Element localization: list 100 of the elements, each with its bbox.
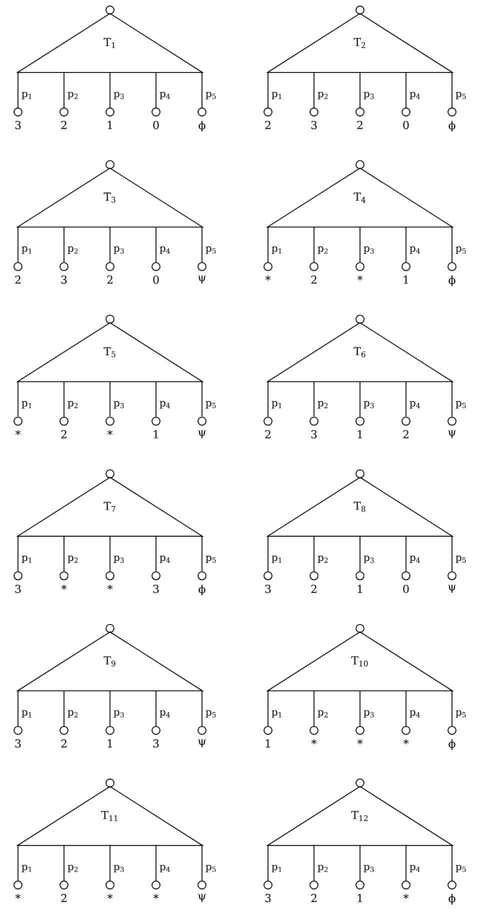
edge-label: p$_{1}$: [22, 710, 32, 718]
value-label: 2: [311, 894, 316, 902]
value-label: ϕ: [198, 120, 206, 132]
value-label: 2: [15, 276, 20, 284]
edge-label: p$_{1}$: [272, 556, 282, 564]
edge-label: p$_{3}$: [364, 864, 374, 872]
value-label: *: [15, 430, 21, 436]
value-label: 2: [61, 120, 66, 130]
circle-node: [356, 314, 364, 324]
circle-node: [14, 262, 22, 272]
edge-label: p$_{1}$: [272, 92, 282, 100]
circle-node: [106, 778, 114, 788]
circle-node: [356, 726, 364, 735]
value-label: 3: [153, 739, 159, 748]
value-label: ϕ: [448, 276, 456, 286]
circle-node: [106, 571, 114, 580]
circle-node: [356, 6, 364, 14]
circle-node: [106, 262, 114, 272]
value-label: 3: [153, 584, 159, 594]
value-label: 0: [403, 584, 409, 594]
circle-node: [106, 314, 114, 324]
edge-label: p$_{2}$: [318, 556, 328, 564]
edge-label: p$_{4}$: [160, 401, 170, 408]
edge-label: p$_{3}$: [364, 401, 374, 408]
edge-label: p$_{5}$: [456, 710, 466, 718]
value-label: 2: [311, 584, 316, 593]
circle-node: [198, 262, 206, 272]
circle-node: [310, 262, 318, 272]
edge-label: p$_{2}$: [68, 864, 78, 872]
circle-node: [402, 416, 410, 426]
edge-label: p$_{3}$: [114, 92, 124, 100]
circle-node: [198, 108, 206, 116]
value-label: 0: [153, 120, 159, 130]
edge-label: p$_{1}$: [22, 92, 32, 100]
edge-label: p$_{5}$: [456, 92, 466, 100]
value-label: ϕ: [448, 894, 456, 905]
circle-node: [106, 880, 114, 890]
value-label: 2: [357, 120, 362, 130]
edge-label: p$_{2}$: [68, 401, 78, 408]
edge-label: p$_{1}$: [272, 246, 282, 254]
circle-node: [264, 880, 272, 890]
circle-node: [356, 416, 364, 426]
circle-node: [106, 726, 114, 735]
value-label: 1: [266, 739, 270, 748]
value-label: *: [15, 894, 21, 899]
edge-label: p$_{2}$: [318, 246, 328, 254]
circle-node: [448, 726, 456, 735]
value-label: 2: [61, 430, 66, 438]
edge-label: p$_{2}$: [68, 556, 78, 564]
edge-label: p$_{4}$: [410, 710, 420, 718]
edge-label: p$_{5}$: [206, 92, 216, 100]
edge-label: p$_{4}$: [410, 401, 420, 408]
circle-node: [264, 108, 272, 116]
edge-label: p$_{2}$: [318, 864, 328, 872]
value-label: 3: [265, 584, 271, 594]
value-label: 2: [265, 430, 270, 438]
circle-node: [106, 469, 114, 478]
value-label: *: [153, 894, 159, 899]
circle-node: [152, 262, 160, 272]
circle-node: [60, 880, 68, 890]
edge-label: p$_{5}$: [456, 864, 466, 872]
edge-label: p$_{1}$: [22, 401, 32, 408]
circle-node: [402, 726, 410, 735]
edge-label: p$_{3}$: [364, 556, 374, 564]
value-label: 2: [61, 894, 66, 902]
circle-node: [448, 416, 456, 426]
circle-node: [14, 571, 22, 580]
value-label: ϕ: [198, 584, 206, 596]
value-label: 3: [15, 584, 21, 594]
edge-label: p$_{1}$: [22, 864, 32, 872]
circle-node: [448, 108, 456, 116]
circle-node: [198, 880, 206, 890]
circle-node: [310, 726, 318, 735]
edge-label: p$_{5}$: [456, 246, 466, 254]
circle-node: [356, 778, 364, 788]
value-label: *: [357, 739, 363, 744]
edge-label: p$_{5}$: [456, 401, 466, 408]
circle-node: [264, 571, 272, 580]
circle-node: [198, 726, 206, 735]
edge-label: p$_{2}$: [318, 92, 328, 100]
edge-label: p$_{1}$: [22, 246, 32, 254]
value-label: *: [61, 584, 67, 590]
edge-label: p$_{1}$: [272, 401, 282, 408]
circle-node: [152, 571, 160, 580]
value-label: *: [107, 894, 113, 899]
edge-label: p$_{4}$: [160, 92, 170, 100]
value-label: *: [403, 739, 409, 744]
value-label: ψ: [198, 430, 206, 438]
value-label: *: [107, 430, 113, 436]
edge-label: p$_{1}$: [272, 710, 282, 718]
circle-node: [402, 262, 410, 272]
circle-node: [14, 108, 22, 116]
value-label: 3: [311, 120, 317, 130]
value-label: 3: [311, 430, 317, 438]
circle-node: [14, 726, 22, 735]
value-label: 0: [153, 276, 159, 284]
edge-label: p$_{2}$: [68, 710, 78, 718]
circle-node: [402, 108, 410, 116]
edge-label: p$_{2}$: [318, 401, 328, 408]
value-label: 2: [265, 120, 270, 130]
